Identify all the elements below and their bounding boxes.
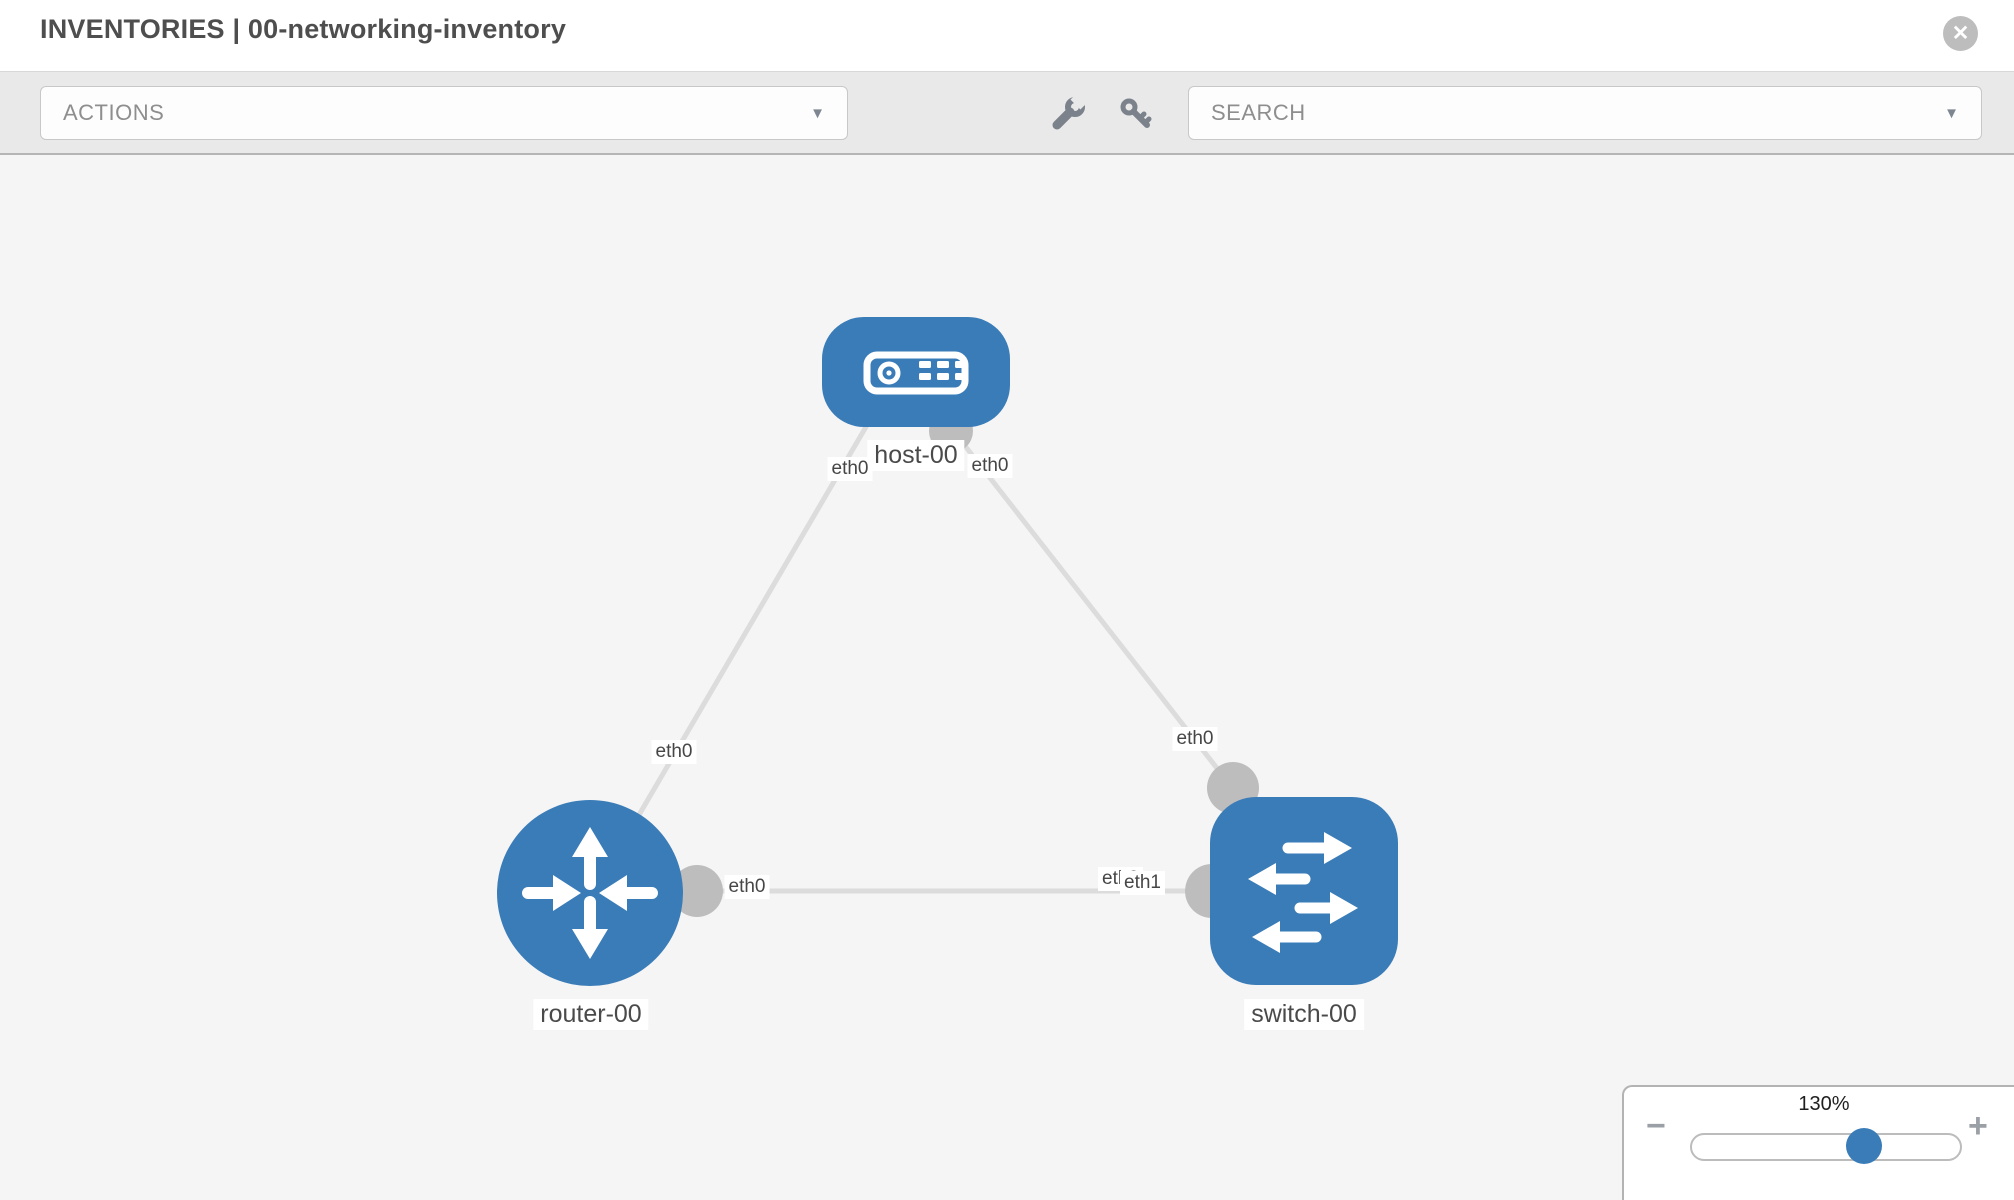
switch-arrows-icon xyxy=(1248,832,1358,953)
interface-ports xyxy=(671,409,1259,918)
if-label-router-link-eth0: eth0 xyxy=(651,740,697,764)
wrench-icon xyxy=(1052,96,1086,130)
zoom-in-plus-icon[interactable]: + xyxy=(1968,1107,1988,1145)
actions-dropdown[interactable]: ACTIONS ▼ xyxy=(40,86,848,140)
chevron-down-icon: ▼ xyxy=(810,104,825,122)
host-server-icon xyxy=(863,351,969,395)
actions-dropdown-label: ACTIONS xyxy=(63,100,165,125)
window-header: INVENTORIES | 00-networking-inventory ✕ xyxy=(0,0,2014,72)
topology-canvas[interactable]: host-00 router-00 switch-00 eth0 eth0 et… xyxy=(0,155,2014,1200)
router-arrows-icon xyxy=(522,827,658,959)
if-label-host-left-eth0: eth0 xyxy=(827,457,873,481)
if-label-switch-port-eth1: eth1 xyxy=(1120,871,1165,895)
zoom-slider-thumb[interactable] xyxy=(1846,1128,1882,1164)
zoom-slider-track[interactable] xyxy=(1690,1133,1962,1161)
search-dropdown-label: SEARCH xyxy=(1211,100,1306,125)
configure-wrench-button[interactable] xyxy=(1046,94,1090,134)
node-label-switch: switch-00 xyxy=(1244,999,1364,1030)
if-label-switch-link-eth0: eth0 xyxy=(1172,727,1218,751)
node-switch-00[interactable] xyxy=(1210,797,1398,985)
zoom-out-minus-icon[interactable]: − xyxy=(1646,1107,1666,1145)
close-icon[interactable]: ✕ xyxy=(1943,16,1978,51)
key-icon xyxy=(1120,98,1152,128)
port-router-eth0 xyxy=(671,865,723,917)
credentials-key-button[interactable] xyxy=(1114,94,1158,134)
link-host-router xyxy=(595,418,873,887)
if-label-router-port-eth0: eth0 xyxy=(724,875,770,899)
search-dropdown[interactable]: SEARCH ▼ xyxy=(1188,86,1982,140)
zoom-level-value: 130% xyxy=(1798,1093,1850,1115)
toolbar: ACTIONS ▼ SEARCH xyxy=(0,72,2014,155)
node-label-host: host-00 xyxy=(867,440,965,471)
if-label-host-right-eth0: eth0 xyxy=(967,454,1013,478)
link-lines xyxy=(595,418,1260,894)
page-title: INVENTORIES | 00-networking-inventory xyxy=(40,14,567,44)
node-label-router: router-00 xyxy=(533,999,649,1030)
node-router-00[interactable] xyxy=(497,800,683,986)
node-host-00[interactable] xyxy=(822,317,1010,427)
zoom-control-panel: 130% − + xyxy=(1622,1085,2014,1200)
topology-graph xyxy=(497,317,1398,986)
chevron-down-icon: ▼ xyxy=(1944,104,1959,122)
